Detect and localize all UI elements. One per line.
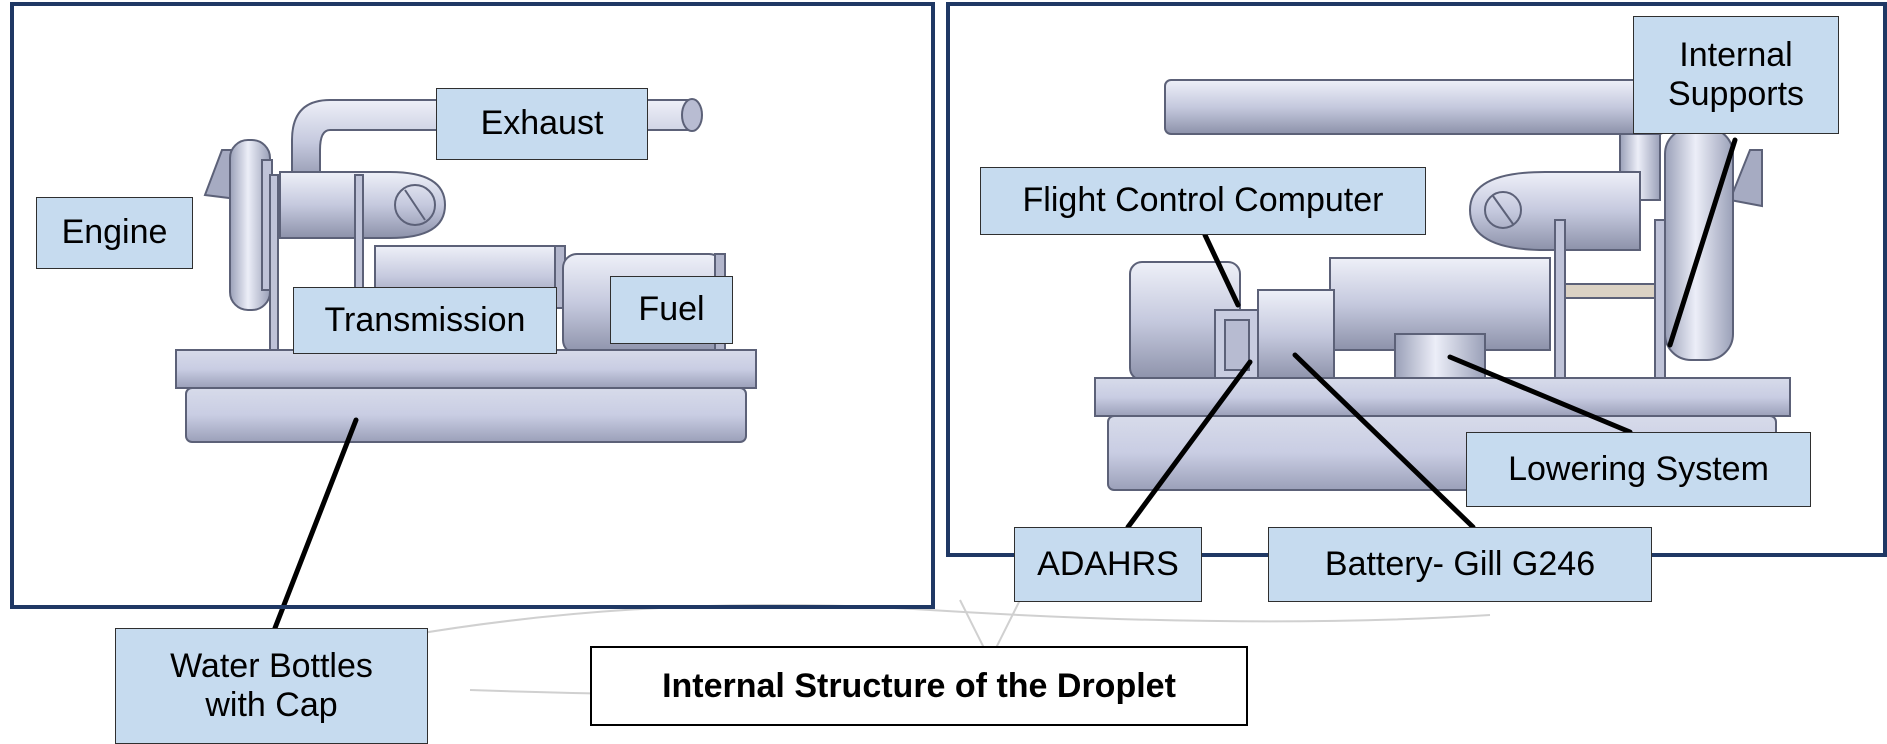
label-exhaust: Exhaust	[436, 88, 648, 160]
leader-water-bottles	[272, 417, 359, 631]
diagram-caption: Internal Structure of the Droplet	[590, 646, 1248, 726]
right-engine-nose-cone	[1468, 171, 1641, 251]
left-view-panel	[10, 2, 935, 609]
label-lowering-system: Lowering System	[1466, 432, 1811, 507]
label-flight-control-computer: Flight Control Computer	[980, 167, 1426, 235]
label-battery: Battery- Gill G246	[1268, 527, 1652, 602]
leader-lowering-system	[1447, 354, 1633, 435]
right-engine-fin	[1728, 149, 1763, 208]
leader-internal-supports	[1667, 137, 1738, 348]
leader-flight-control-computer	[1202, 232, 1241, 308]
label-transmission: Transmission	[293, 287, 557, 354]
base-tray	[185, 387, 747, 443]
label-adahrs: ADAHRS	[1014, 527, 1202, 602]
label-fuel: Fuel	[610, 276, 733, 344]
flight-computer-box	[1257, 289, 1335, 381]
right-base-tray-top	[1094, 377, 1791, 417]
exhaust-pipe-end	[681, 98, 703, 132]
leader-adahrs	[1125, 359, 1253, 530]
label-water-bottles: Water Bottles with Cap	[115, 628, 428, 744]
leader-battery	[1292, 352, 1476, 530]
support-rod	[1564, 283, 1656, 299]
leader-lines	[272, 137, 1738, 631]
lowering-system-shaft	[1394, 333, 1486, 381]
label-internal-supports: Internal Supports	[1633, 16, 1839, 134]
label-engine: Engine	[36, 197, 193, 269]
